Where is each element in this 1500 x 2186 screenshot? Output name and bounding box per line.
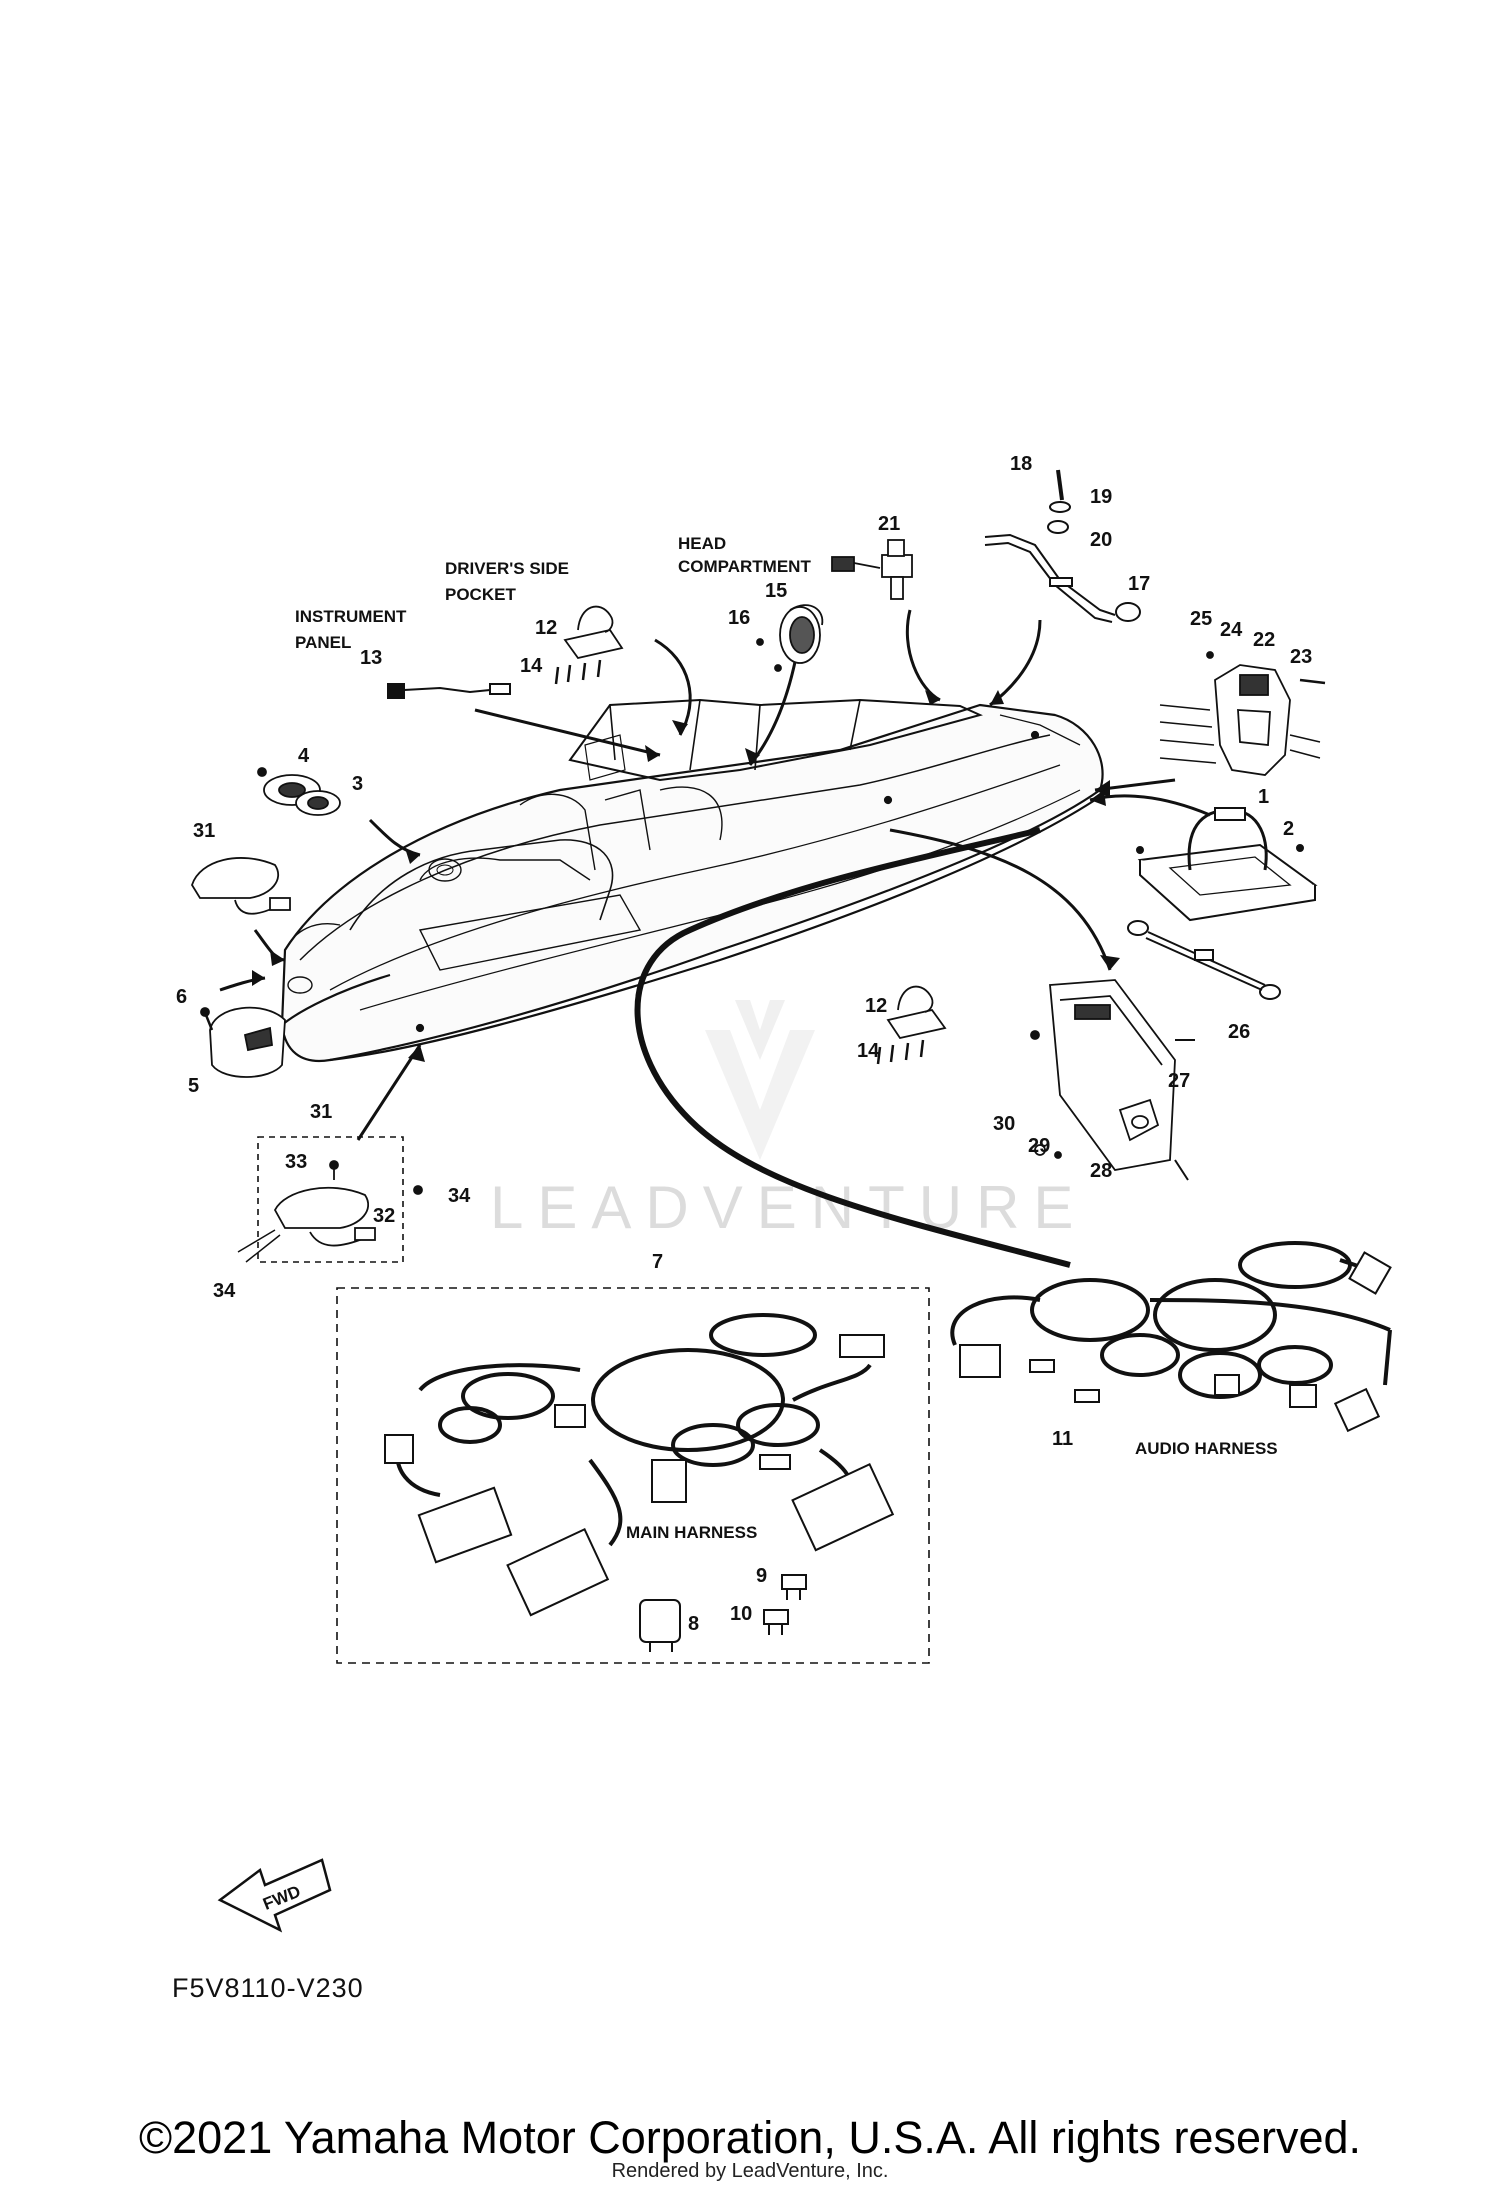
- callout-15: 15: [765, 580, 787, 602]
- callout-12b: 12: [865, 995, 887, 1017]
- battery-tray-part: [1136, 807, 1318, 922]
- callout-17: 17: [1128, 573, 1150, 595]
- watermark-logo-icon: [705, 1000, 815, 1160]
- label-head-compartment-2: COMPARTMENT: [678, 557, 811, 576]
- callout-22: 22: [1253, 629, 1275, 651]
- callout-34a: 34: [448, 1185, 471, 1207]
- nav-light-part: [237, 1160, 423, 1263]
- battery-switch-part: [1159, 651, 1326, 776]
- fwd-arrow-icon: [217, 1858, 332, 1933]
- callout-32: 32: [373, 1205, 395, 1227]
- callout-33: 33: [285, 1151, 307, 1173]
- bow-light-part: [200, 1006, 286, 1078]
- label-instrument-panel-1: INSTRUMENT: [295, 607, 407, 626]
- label-driver-pocket-1: DRIVER'S SIDE: [445, 559, 569, 578]
- callout-11: 11: [1052, 1428, 1073, 1450]
- callout-26: 26: [1228, 1021, 1250, 1043]
- callout-29: 29: [1028, 1135, 1050, 1157]
- group-box-7: [336, 1287, 930, 1664]
- callout-4: 4: [298, 745, 310, 767]
- callout-20: 20: [1090, 529, 1112, 551]
- callout-31a: 31: [193, 820, 215, 842]
- callout-12a: 12: [535, 617, 557, 639]
- rendered-by-credit: Rendered by LeadVenture, Inc.: [611, 2160, 889, 2182]
- callout-2: 2: [1283, 818, 1294, 840]
- control-module-part: [1030, 979, 1195, 1181]
- callout-34b: 34: [213, 1280, 236, 1302]
- pocket-light-part-2: [876, 985, 947, 1065]
- speaker-part: [756, 604, 824, 672]
- copyright-notice: ©2021 Yamaha Motor Corporation, U.S.A. A…: [138, 2112, 1362, 2163]
- callout-25: 25: [1190, 608, 1212, 630]
- callout-3: 3: [352, 773, 363, 795]
- diagram-code: F5V8110-V230: [172, 1973, 364, 2003]
- callout-16: 16: [728, 607, 750, 629]
- callout-14a: 14: [520, 655, 543, 677]
- sensor-part: [831, 539, 913, 600]
- battery-cable-part: [1127, 920, 1281, 1000]
- callout-21: 21: [878, 513, 900, 535]
- audio-harness-part: [950, 1241, 1392, 1433]
- callout-8: 8: [688, 1613, 699, 1635]
- callout-27: 27: [1168, 1070, 1190, 1092]
- callout-7: 7: [652, 1251, 663, 1273]
- group-box-31: [257, 1136, 404, 1263]
- callout-18: 18: [1010, 453, 1032, 475]
- arrowheads: [252, 690, 1120, 1062]
- main-harness-part: [384, 1313, 895, 1652]
- label-driver-pocket-2: POCKET: [445, 585, 516, 604]
- callout-28: 28: [1090, 1160, 1112, 1182]
- callout-31b: 31: [310, 1101, 332, 1123]
- label-instrument-panel-2: PANEL: [295, 633, 351, 652]
- callout-19: 19: [1090, 486, 1112, 508]
- harness-cable: [634, 827, 1071, 1268]
- label-head-compartment-1: HEAD: [678, 534, 726, 553]
- callout-10: 10: [730, 1603, 752, 1625]
- callout-13: 13: [360, 647, 382, 669]
- label-audio-harness: AUDIO HARNESS: [1135, 1439, 1278, 1458]
- callout-14b: 14: [857, 1040, 880, 1062]
- instrument-cable-part: [387, 683, 511, 699]
- nav-light-cover-part: [191, 857, 291, 915]
- watermark-text: LEADVENTURE: [490, 1174, 1087, 1241]
- boat-hull: [280, 698, 1104, 1063]
- callout-1: 1: [1258, 786, 1269, 808]
- callout-6: 6: [176, 986, 187, 1008]
- callout-23: 23: [1290, 646, 1312, 668]
- callout-numbers: 1 2 3 4 5 6 7 8 9 10 11 12 12 13 14 14 1…: [176, 453, 1312, 1635]
- ground-cable-part: [984, 469, 1141, 623]
- pocket-light-part: [554, 605, 624, 685]
- callout-9: 9: [756, 1565, 767, 1587]
- callout-5: 5: [188, 1075, 199, 1097]
- callout-30: 30: [993, 1113, 1015, 1135]
- label-main-harness: MAIN HARNESS: [626, 1523, 757, 1542]
- switch-panel-part: [257, 767, 341, 816]
- callout-24: 24: [1220, 619, 1243, 641]
